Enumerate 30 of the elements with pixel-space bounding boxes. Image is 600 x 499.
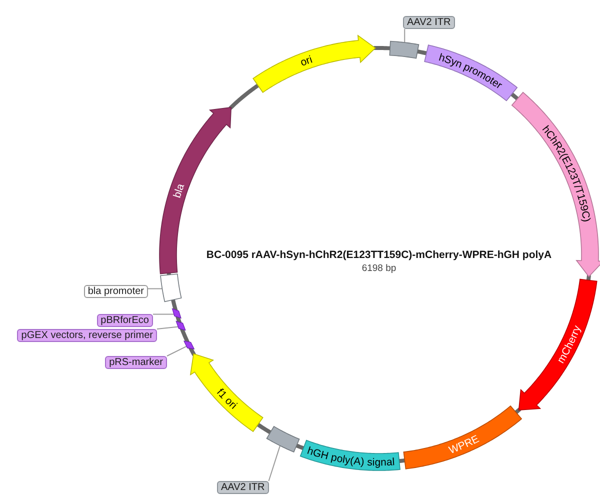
pointed-feature-band <box>252 34 376 93</box>
callout-label: bla promoter <box>84 285 148 298</box>
leader-line <box>166 346 187 356</box>
leader-line <box>404 28 406 43</box>
leader-line <box>152 314 174 315</box>
feature-name: ori <box>298 54 314 69</box>
primer-mark <box>176 320 186 331</box>
feature-band <box>403 405 522 470</box>
pointed-feature-band <box>190 353 264 432</box>
feature-band <box>160 274 182 302</box>
feature-band <box>424 44 518 102</box>
callout-label: pRS-marker <box>105 356 167 369</box>
pointed-feature-band <box>518 278 598 410</box>
leader-line <box>268 445 281 482</box>
primer-mark <box>172 308 182 319</box>
feature-name: bla <box>171 182 188 200</box>
feature-name: f1 ori <box>214 386 240 412</box>
callout-label: pGEX vectors, reverse primer <box>17 329 157 342</box>
callout-label: AAV2 ITR <box>403 16 455 29</box>
feature-band <box>266 426 300 453</box>
callout-label: pBRforEco <box>96 314 153 327</box>
callout-label: AAV2 ITR <box>217 481 269 494</box>
plasmid-title: BC-0095 rAAV-hSyn-hChR2(E123TT159C)-mCherry-WPRE-hGH polyA <box>206 249 552 261</box>
feature-name: hGH poly(A) signal <box>306 444 396 469</box>
feature-band <box>389 40 420 59</box>
leader-line <box>156 326 179 330</box>
primer-mark <box>183 340 195 350</box>
leader-line <box>148 288 163 290</box>
plasmid-size-label: 6198 bp <box>362 263 396 274</box>
feature-band <box>300 440 400 471</box>
